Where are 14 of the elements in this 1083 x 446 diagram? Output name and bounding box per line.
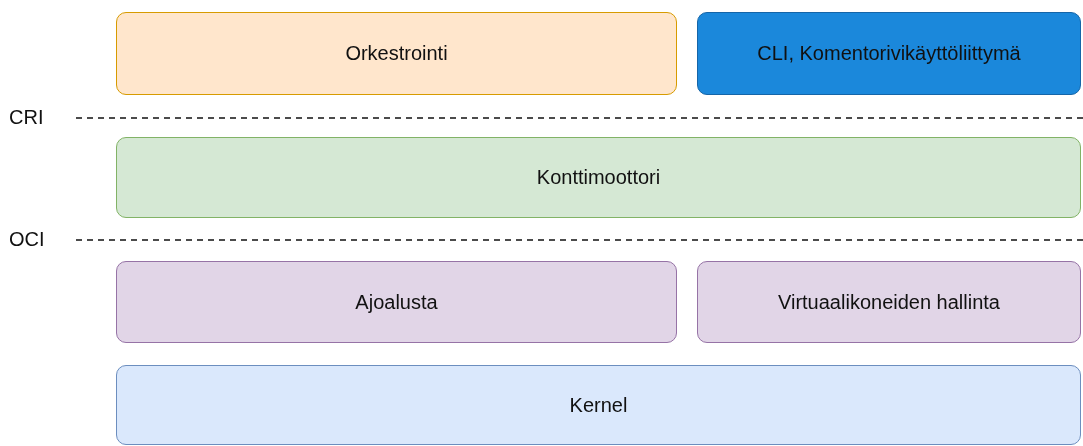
interface-label: CRI <box>9 106 44 129</box>
layer-box <box>116 12 677 95</box>
layer-label: Kernel <box>569 393 628 417</box>
layer-label: Orkestrointi <box>345 42 448 65</box>
layer-label: Ajoalusta <box>355 290 438 314</box>
layer-box <box>697 12 1081 95</box>
interface-label: OCI <box>9 228 45 251</box>
layer-box <box>116 365 1081 445</box>
layer-label: Virtuaalikoneiden hallinta <box>778 290 1000 314</box>
layer-box <box>116 261 677 343</box>
layer-label: CLI, Komentorivikäyttöliittymä <box>757 42 1021 65</box>
layer-box <box>116 137 1081 218</box>
layer-box <box>697 261 1081 343</box>
layer-label: Konttimoottori <box>536 166 661 189</box>
